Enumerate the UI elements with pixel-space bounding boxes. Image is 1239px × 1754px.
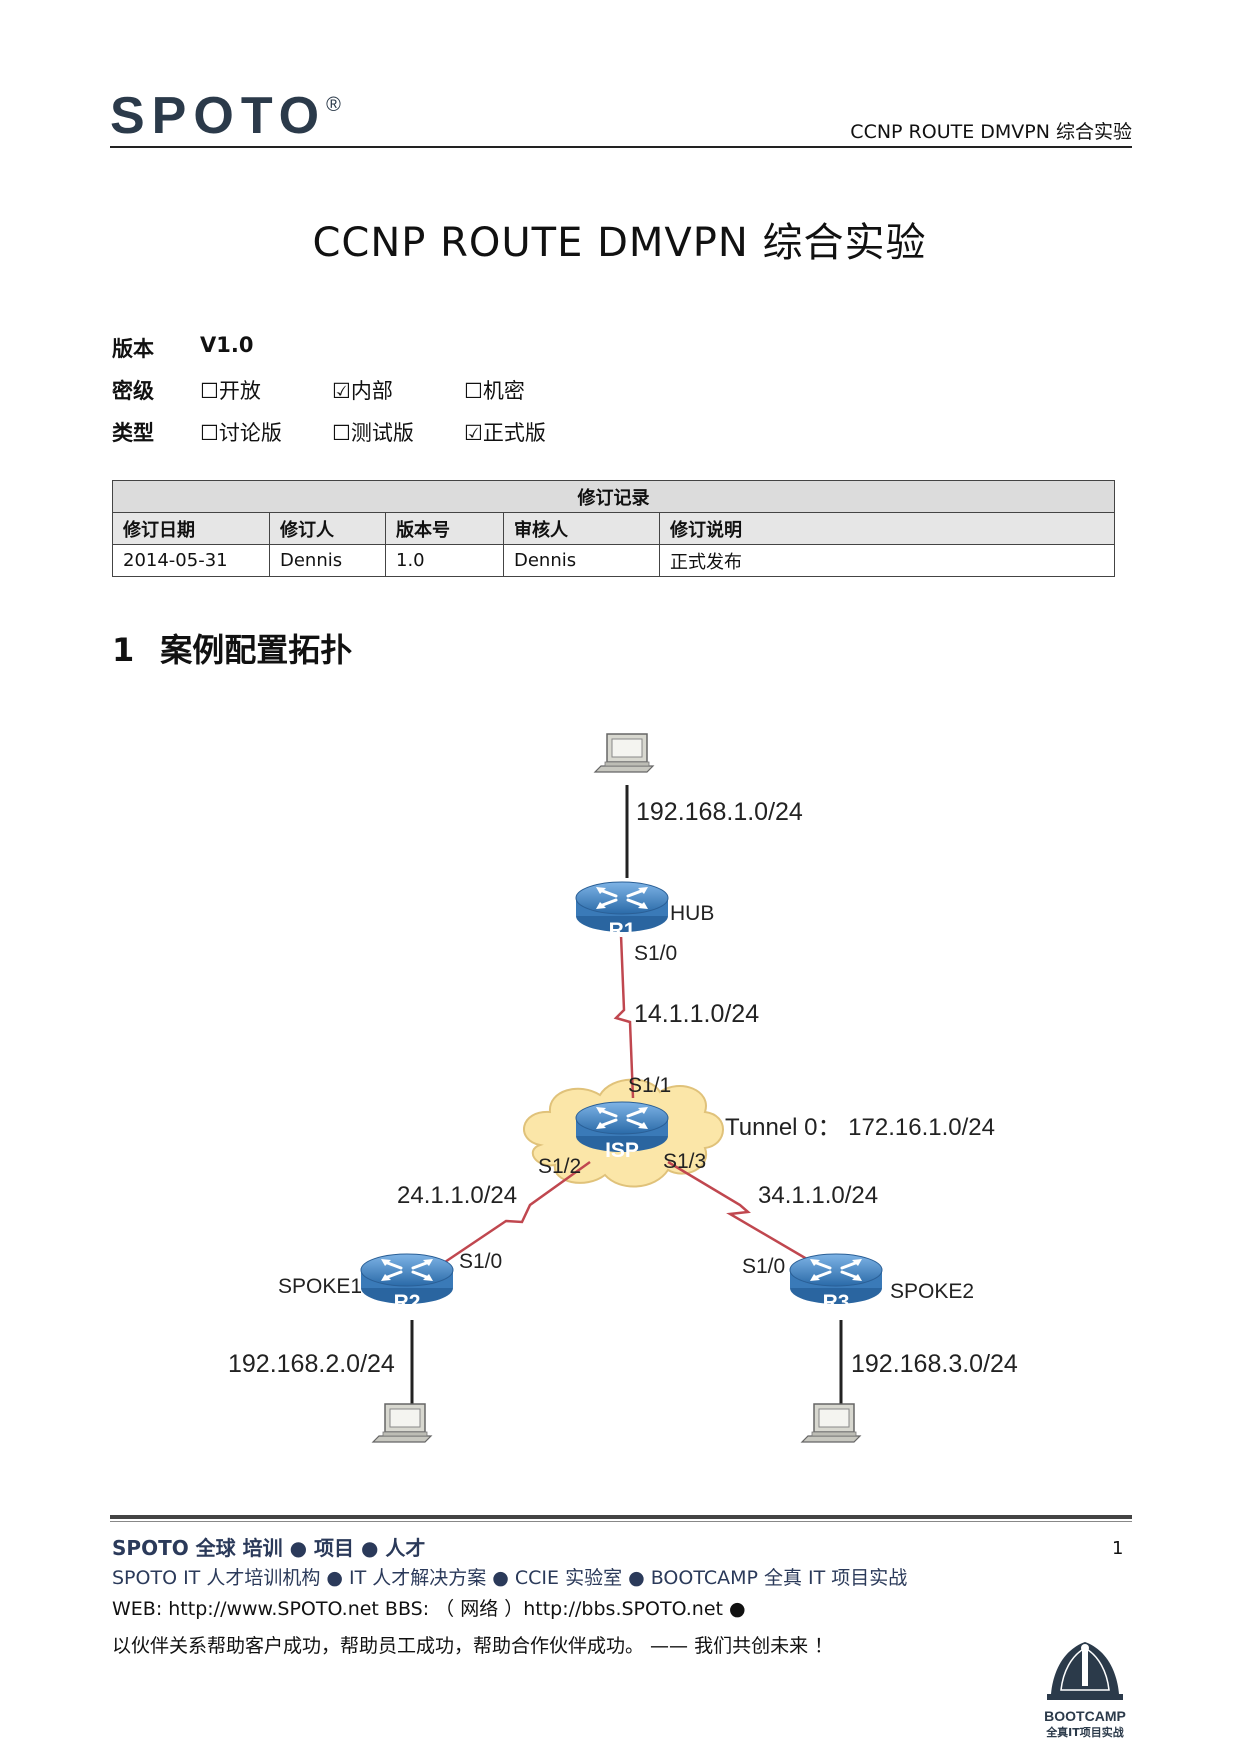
tunnel-label: Tunnel 0： 172.16.1.0/24	[725, 1114, 995, 1141]
footer-links: WEB: http://www.SPOTO.net BBS: （ 网络 ）htt…	[112, 1598, 746, 1620]
header-divider	[110, 146, 1132, 148]
footer-divider-thin	[110, 1521, 1132, 1522]
bootcamp-subtitle: 全真IT项目实战	[1046, 1726, 1124, 1739]
r2-role-label: SPOKE1	[278, 1275, 362, 1298]
net-left-label: 192.168.2.0/24	[228, 1350, 395, 1378]
r2-name: R2	[394, 1291, 421, 1314]
version-value: V1.0	[200, 333, 254, 357]
col-header-author: 修订人	[269, 512, 386, 545]
isp-if-left-label: S1/2	[538, 1155, 581, 1178]
section-heading: 1 案例配置拓扑	[112, 625, 352, 671]
footer-divider	[110, 1515, 1132, 1519]
section-number: 1	[112, 631, 135, 669]
cell-reviewer: Dennis	[503, 544, 660, 577]
net-top-label: 192.168.1.0/24	[636, 798, 803, 826]
footer-services: SPOTO IT 人才培训机构 ● IT 人才解决方案 ● CCIE 实验室 ●…	[112, 1567, 908, 1589]
section-title: 案例配置拓扑	[160, 631, 353, 669]
col-header-reviewer: 审核人	[503, 512, 660, 545]
header-title: CCNP ROUTE DMVPN 综合实验	[850, 121, 1132, 143]
pc-top-icon	[594, 733, 654, 773]
spoto-logo: SPOTO®	[110, 86, 341, 146]
pc-right-icon	[801, 1403, 861, 1443]
col-header-notes: 修订说明	[659, 512, 1115, 545]
serial-link-r1-isp	[613, 934, 635, 1099]
footer-slogan: SPOTO 全球 培训 ● 项目 ● 人才	[112, 1536, 426, 1560]
revision-table-header: 修订日期 修订人 版本号 审核人 修订说明	[112, 512, 1115, 545]
r1-interface-label: S1/0	[634, 942, 677, 965]
isp-if-top-label: S1/1	[628, 1074, 671, 1097]
cell-notes: 正式发布	[659, 544, 1115, 577]
version-label: 版本	[112, 337, 154, 361]
cell-author: Dennis	[269, 544, 386, 577]
page-number: 1	[1112, 1538, 1124, 1559]
type-option-test: ☐测试版	[332, 421, 414, 445]
registered-mark: ®	[326, 93, 341, 116]
serial-link-r3-isp	[667, 1160, 813, 1264]
cell-date: 2014-05-31	[112, 544, 270, 577]
secret-option-confidential: ☐机密	[464, 379, 525, 403]
topology-diagram: R1 ISP R2 R3 192.168.1.0/24 HUB S1/0 14.…	[228, 733, 1018, 1443]
r1-role-label: HUB	[670, 902, 714, 925]
bootcamp-emblem-icon	[1047, 1642, 1123, 1700]
cell-version: 1.0	[385, 544, 504, 577]
bootcamp-logo: BOOTCAMP 全真IT项目实战	[1035, 1638, 1135, 1740]
col-header-date: 修订日期	[112, 512, 270, 545]
r1-name: R1	[609, 919, 636, 942]
revision-table: 修订记录 修订日期 修订人 版本号 审核人 修订说明 2014-05-31 De…	[112, 480, 1115, 577]
isp-name: ISP	[605, 1139, 639, 1162]
type-option-official: ☑正式版	[464, 421, 546, 445]
link-r3-isp-label: 34.1.1.0/24	[758, 1182, 878, 1209]
footer-motto: 以伙伴关系帮助客户成功，帮助员工成功，帮助合作伙伴成功。 —— 我们共创未来 ！	[112, 1635, 834, 1657]
type-option-discussion: ☐讨论版	[200, 421, 282, 445]
isp-if-right-label: S1/3	[663, 1150, 706, 1173]
net-right-label: 192.168.3.0/24	[851, 1350, 1018, 1378]
r3-role-label: SPOKE2	[890, 1280, 974, 1303]
r3-interface-label: S1/0	[742, 1255, 785, 1278]
pc-left-icon	[372, 1403, 432, 1443]
secret-option-open: ☐开放	[200, 379, 261, 403]
link-r1-isp-label: 14.1.1.0/24	[634, 1000, 759, 1028]
r3-name: R3	[823, 1291, 850, 1314]
logo-text: SPOTO	[110, 87, 327, 145]
revision-table-caption: 修订记录	[112, 480, 1115, 513]
serial-link-r2-isp	[444, 1160, 591, 1264]
r2-interface-label: S1/0	[459, 1250, 502, 1273]
document-title: CCNP ROUTE DMVPN 综合实验	[312, 220, 927, 266]
secret-option-internal: ☑内部	[332, 379, 393, 403]
bootcamp-title: BOOTCAMP	[1044, 1708, 1126, 1724]
secret-label: 密级	[112, 379, 154, 403]
type-label: 类型	[112, 421, 154, 445]
link-r2-isp-label: 24.1.1.0/24	[397, 1182, 517, 1209]
table-row: 2014-05-31 Dennis 1.0 Dennis 正式发布	[112, 544, 1115, 577]
